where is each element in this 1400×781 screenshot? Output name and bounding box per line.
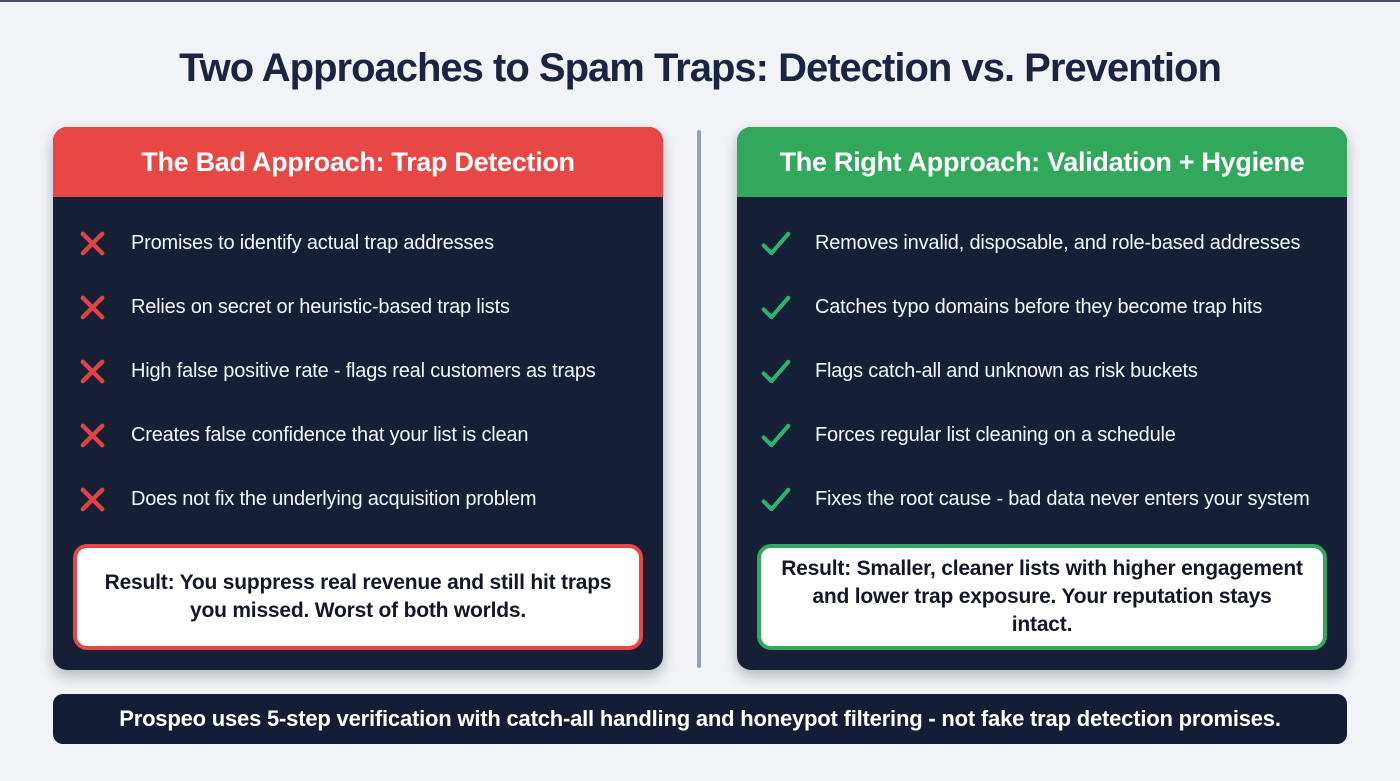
list-item-label: Creates false confidence that your list … (131, 424, 529, 446)
list-item-label: Fixes the root cause - bad data never en… (815, 488, 1310, 510)
list-item: High false positive rate - flags real cu… (73, 339, 643, 403)
list-item: Promises to identify actual trap address… (73, 211, 643, 275)
page-title: Two Approaches to Spam Traps: Detection … (179, 46, 1222, 90)
right-result-box: Result: Smaller, cleaner lists with high… (757, 544, 1327, 650)
right-approach-list: Removes invalid, disposable, and role-ba… (757, 211, 1327, 531)
list-item: Creates false confidence that your list … (73, 403, 643, 467)
x-icon (73, 484, 111, 515)
list-item: Fixes the root cause - bad data never en… (757, 467, 1327, 531)
check-icon (757, 356, 795, 387)
check-icon (757, 228, 795, 259)
check-icon (757, 420, 795, 451)
bad-approach-card: The Bad Approach: Trap Detection Promise… (53, 127, 663, 670)
x-icon (73, 228, 111, 259)
vertical-divider (697, 130, 701, 668)
top-divider (0, 0, 1400, 2)
right-result-text: Result: Smaller, cleaner lists with high… (781, 557, 1303, 636)
check-icon (757, 292, 795, 323)
list-item-label: Catches typo domains before they become … (815, 296, 1263, 318)
bad-result-box: Result: You suppress real revenue and st… (73, 544, 643, 650)
bad-approach-body: Promises to identify actual trap address… (53, 197, 663, 670)
right-approach-body: Removes invalid, disposable, and role-ba… (737, 197, 1347, 670)
footer-banner: Prospeo uses 5-step verification with ca… (53, 694, 1347, 744)
list-item: Catches typo domains before they become … (757, 275, 1327, 339)
list-item-label: High false positive rate - flags real cu… (131, 360, 596, 382)
right-approach-card: The Right Approach: Validation + Hygiene… (737, 127, 1347, 670)
right-approach-header-label: The Right Approach: Validation + Hygiene (779, 146, 1305, 177)
check-icon (757, 484, 795, 515)
list-item-label: Forces regular list cleaning on a schedu… (815, 424, 1176, 446)
bad-approach-header-label: The Bad Approach: Trap Detection (141, 146, 575, 177)
list-item: Relies on secret or heuristic-based trap… (73, 275, 643, 339)
list-item: Removes invalid, disposable, and role-ba… (757, 211, 1327, 275)
list-item-label: Relies on secret or heuristic-based trap… (131, 296, 510, 318)
x-icon (73, 420, 111, 451)
list-item-label: Does not fix the underlying acquisition … (131, 488, 537, 510)
footer-banner-text: Prospeo uses 5-step verification with ca… (119, 706, 1281, 731)
list-item-label: Flags catch-all and unknown as risk buck… (815, 360, 1198, 382)
list-item: Does not fix the underlying acquisition … (73, 467, 643, 531)
right-approach-header: The Right Approach: Validation + Hygiene (737, 127, 1347, 197)
bad-result-text: Result: You suppress real revenue and st… (104, 571, 612, 622)
x-icon (73, 292, 111, 323)
bad-approach-list: Promises to identify actual trap address… (73, 211, 643, 531)
bad-approach-header: The Bad Approach: Trap Detection (53, 127, 663, 197)
list-item: Forces regular list cleaning on a schedu… (757, 403, 1327, 467)
x-icon (73, 356, 111, 387)
list-item-label: Promises to identify actual trap address… (131, 232, 494, 254)
list-item-label: Removes invalid, disposable, and role-ba… (815, 232, 1301, 254)
list-item: Flags catch-all and unknown as risk buck… (757, 339, 1327, 403)
